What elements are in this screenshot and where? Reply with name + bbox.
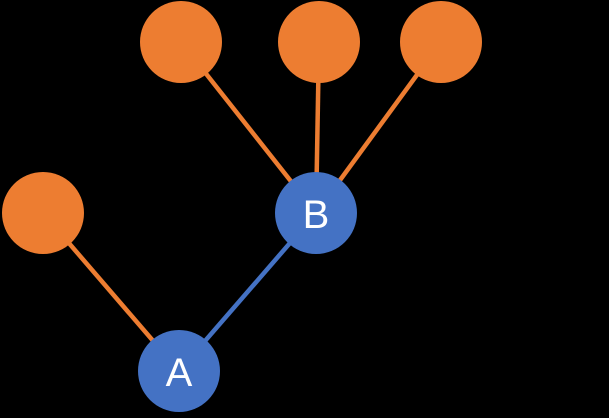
node-leaf-left [2,172,84,254]
node-leaf-top-middle [278,1,360,83]
node-leaf-top-left [140,1,222,83]
node-label-A: A [166,351,193,395]
node-leaf-top-right [400,1,482,83]
node-B [275,172,357,254]
node-A [138,330,220,412]
node-label-B: B [303,193,330,237]
